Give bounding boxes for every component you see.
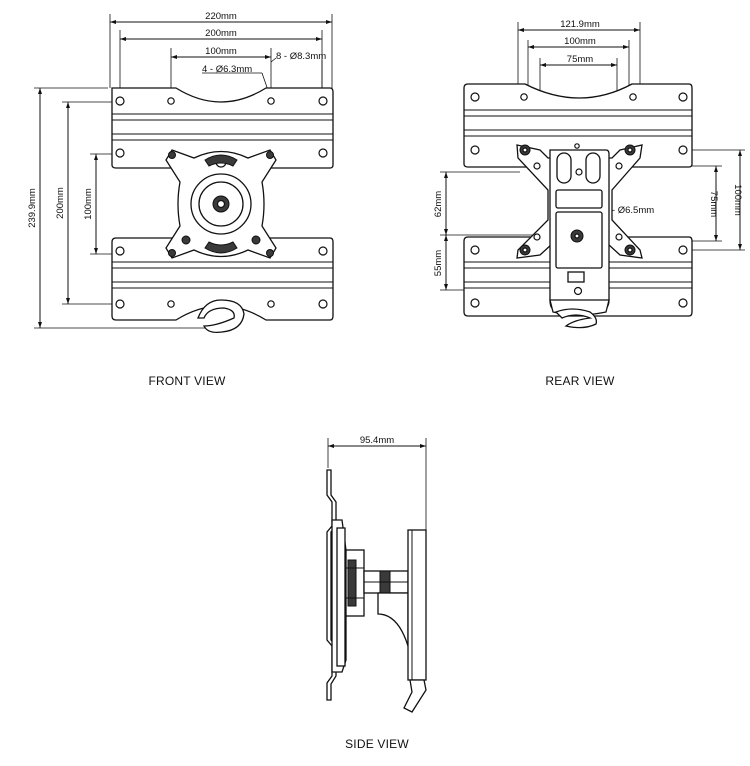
- callout-3-holes: 3 - Ø6.5mm: [604, 205, 654, 216]
- dim-220mm: 220mm: [205, 11, 237, 22]
- front-top-plate: [111, 87, 334, 169]
- dim-100mm: 100mm: [205, 46, 237, 57]
- rear-view-label: REAR VIEW: [545, 374, 615, 388]
- dim-75mm-vertical: 75mm: [708, 191, 719, 217]
- callout-4-holes: 4 - Ø6.3mm: [202, 64, 252, 75]
- dim-62mm: 62mm: [433, 191, 444, 217]
- front-view-label: FRONT VIEW: [148, 374, 226, 388]
- front-hook: [197, 299, 245, 334]
- side-tv-plate: [407, 529, 427, 681]
- side-hook: [403, 679, 427, 713]
- dim-200mm: 200mm: [205, 28, 237, 39]
- side-view-label: SIDE VIEW: [345, 737, 409, 751]
- dim-100mm-vertical: 100mm: [83, 188, 94, 220]
- side-view: 95.4mm SIDE VIEW: [326, 435, 427, 751]
- dim-95-4mm: 95.4mm: [360, 435, 394, 446]
- callout-8-holes: 8 - Ø8.3mm: [276, 51, 326, 62]
- dim-100mm-vertical-rear: 100mm: [732, 184, 743, 216]
- dim-121-9mm: 121.9mm: [560, 19, 600, 30]
- rear-hook: [554, 308, 598, 329]
- dim-55mm: 55mm: [433, 250, 444, 276]
- dim-200mm-vertical: 200mm: [55, 187, 66, 219]
- front-view: 220mm 200mm 100mm 8 - Ø8.3mm 4 - Ø6.3mm …: [27, 11, 334, 388]
- dim-239-9mm: 239.9mm: [27, 188, 38, 228]
- dim-75mm: 75mm: [567, 54, 593, 65]
- rear-view: 121.9mm 100mm 75mm 62mm 55mm 75mm 100mm …: [433, 19, 745, 388]
- dim-100mm-rear: 100mm: [564, 36, 596, 47]
- side-arm-bracket: [377, 592, 409, 647]
